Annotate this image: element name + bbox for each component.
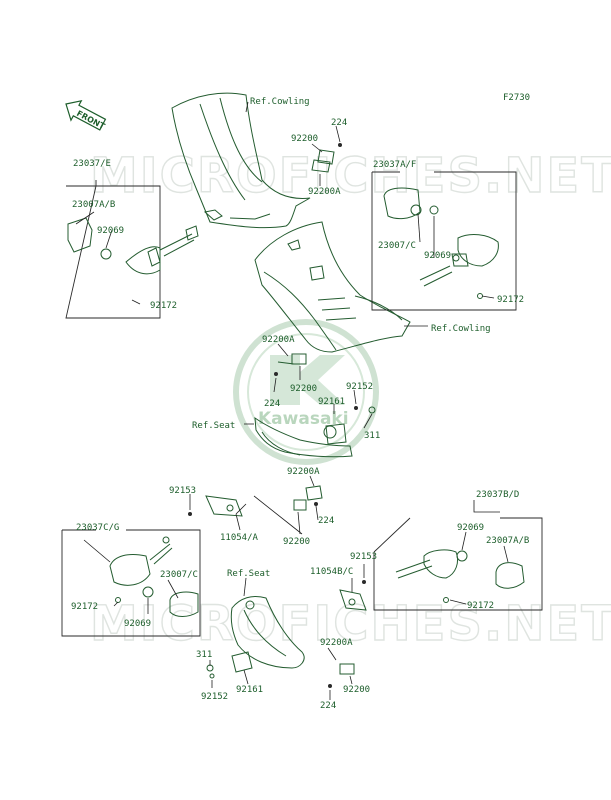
- label-23037CG: 23037C/G: [76, 523, 119, 533]
- kawasaki-watermark-text: Kawasaki: [258, 409, 349, 429]
- label-11054BC: 11054B/C: [310, 567, 353, 577]
- label-ref-cowling-mid: Ref.Cowling: [431, 324, 491, 334]
- label-92172-right-top: 92172: [497, 295, 524, 305]
- label-92161-bottom: 92161: [236, 685, 263, 695]
- label-92069-left-low: 92069: [124, 619, 151, 629]
- label-92200A-top: 92200A: [308, 187, 341, 197]
- leader-lines: [75, 101, 509, 700]
- label-92200-mid: 92200: [290, 384, 317, 394]
- left-upper-signal-group: [65, 180, 199, 319]
- right-lower-signal-group: [373, 517, 543, 611]
- right-upper-signal-group: [371, 171, 517, 311]
- label-23007C-left-low: 23007/C: [160, 570, 198, 580]
- label-92200A-bottom: 92200A: [320, 638, 353, 648]
- label-ref-seat-mid: Ref.Seat: [192, 421, 235, 431]
- label-92069-right-low: 92069: [457, 523, 484, 533]
- mid-cowling-part: [254, 221, 411, 353]
- label-23037BD: 23037B/D: [476, 490, 519, 500]
- diagram-code: F2730: [503, 93, 530, 103]
- top-cowling-part: [171, 92, 311, 229]
- label-92172-left-top: 92172: [150, 301, 177, 311]
- label-92200-low: 92200: [283, 537, 310, 547]
- label-92200-top: 92200: [291, 134, 318, 144]
- label-224-bottom: 224: [320, 701, 336, 711]
- label-92153-left: 92153: [169, 486, 196, 496]
- label-92153-right: 92153: [350, 552, 377, 562]
- label-23037AF: 23037A/F: [373, 160, 416, 170]
- label-311-bottom: 311: [196, 650, 212, 660]
- label-23007C-right-top: 23007/C: [378, 241, 416, 251]
- label-92069-right-top: 92069: [424, 251, 451, 261]
- mid-seat-bracket-part: [254, 416, 353, 458]
- front-arrow-icon: FRONT: [65, 99, 107, 131]
- watermark-site-top: MICROFICHES.NET: [90, 148, 611, 204]
- small-hardware-parts: [188, 143, 376, 688]
- kawasaki-watermark-logo: Kawasaki: [233, 319, 379, 465]
- label-92172-right-low: 92172: [467, 601, 494, 611]
- label-23007AB-right: 23007A/B: [486, 536, 529, 546]
- label-224-mid: 224: [264, 399, 280, 409]
- label-92172-left-low: 92172: [71, 602, 98, 612]
- label-92161-mid: 92161: [318, 397, 345, 407]
- label-92069-left-top: 92069: [97, 226, 124, 236]
- label-11054A: 11054/A: [220, 533, 259, 543]
- label-ref-cowling-top: Ref.Cowling: [250, 97, 310, 107]
- lower-seat-bracket-part: [230, 595, 305, 669]
- label-92152-mid: 92152: [346, 382, 373, 392]
- label-92152-bottom: 92152: [201, 692, 228, 702]
- label-92200A-mid: 92200A: [262, 335, 295, 345]
- label-23037E: 23037/E: [73, 159, 111, 169]
- part-labels: Ref.Cowling 224 92200 92200A 23037/E 230…: [71, 97, 529, 711]
- label-224-low: 224: [318, 516, 334, 526]
- label-23007AB-left: 23007A/B: [72, 200, 115, 210]
- label-224-top: 224: [331, 118, 347, 128]
- label-311-mid: 311: [364, 431, 380, 441]
- label-92200A-low: 92200A: [287, 467, 320, 477]
- label-92200-bottom: 92200: [343, 685, 370, 695]
- label-ref-seat-low: Ref.Seat: [227, 569, 270, 579]
